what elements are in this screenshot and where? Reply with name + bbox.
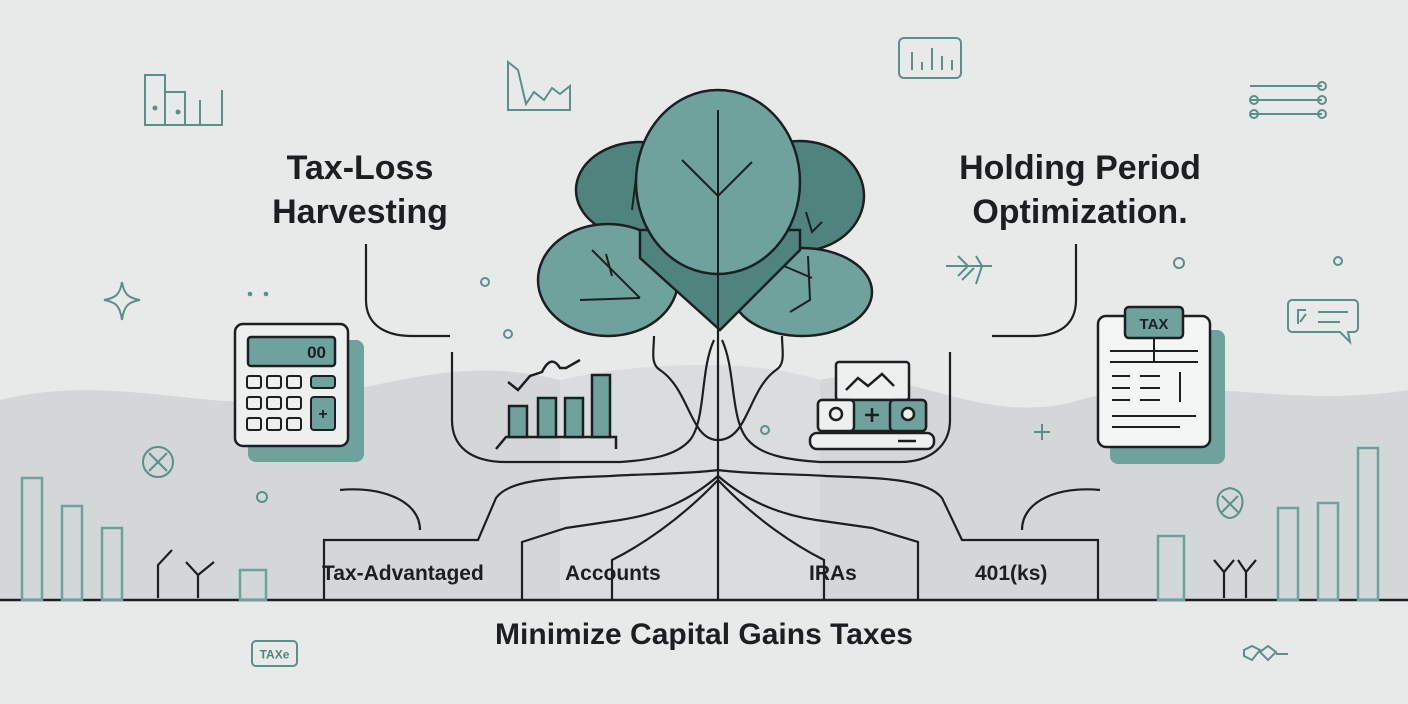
background-hills-center xyxy=(560,365,820,600)
tax-badge-icon: TAXe xyxy=(251,640,298,667)
root-label-tax-advantaged: Tax-Advantaged xyxy=(322,562,484,585)
main-title: Minimize Capital Gains Taxes xyxy=(495,618,913,651)
right-heading-line2: Optimization. xyxy=(972,193,1188,231)
sprout-icons xyxy=(156,549,1257,598)
root-label-401ks: 401(ks) xyxy=(975,562,1048,585)
chat-bubble-icon xyxy=(1287,299,1359,346)
bar-chart-icon-top-left xyxy=(144,74,223,126)
root-label-accounts: Accounts xyxy=(565,562,661,585)
x-circle-icon xyxy=(142,446,174,478)
right-heading: Holding Period Optimization. xyxy=(930,146,1230,234)
dot-icons xyxy=(247,256,1343,503)
link-chain-icon xyxy=(1243,644,1288,662)
background-bars-left xyxy=(20,476,268,602)
calculator-plus-text: + xyxy=(318,406,327,423)
root-label-iras: IRAs xyxy=(809,562,857,585)
tax-badge-text: TAXe xyxy=(260,648,290,662)
growth-bar-chart-icon xyxy=(495,358,618,450)
tax-form-icon: TAX xyxy=(1096,305,1225,464)
right-heading-line1: Holding Period xyxy=(959,149,1201,187)
left-heading-line1: Tax-Loss xyxy=(286,149,434,187)
line-chart-icon-top xyxy=(507,59,571,111)
branch-sketch-icon xyxy=(946,255,992,285)
shield-icon xyxy=(1216,486,1244,520)
tree-canopy xyxy=(536,88,874,338)
slider-lines-icon xyxy=(1249,81,1327,119)
chart-card-icon-top xyxy=(898,37,962,79)
left-heading-line2: Harvesting xyxy=(272,193,448,231)
left-heading: Tax-Loss Harvesting xyxy=(250,146,470,234)
background-bars-right xyxy=(1156,446,1380,602)
tax-form-tag-text: TAX xyxy=(1140,316,1169,333)
calculator-icon: 00 + xyxy=(233,322,364,462)
calculator-display-text: 00 xyxy=(307,343,326,362)
tree-trunk-lines xyxy=(322,244,1101,600)
sparkle-icon xyxy=(103,281,141,321)
portfolio-screen-icon xyxy=(808,360,936,451)
plus-icon xyxy=(1034,424,1050,440)
